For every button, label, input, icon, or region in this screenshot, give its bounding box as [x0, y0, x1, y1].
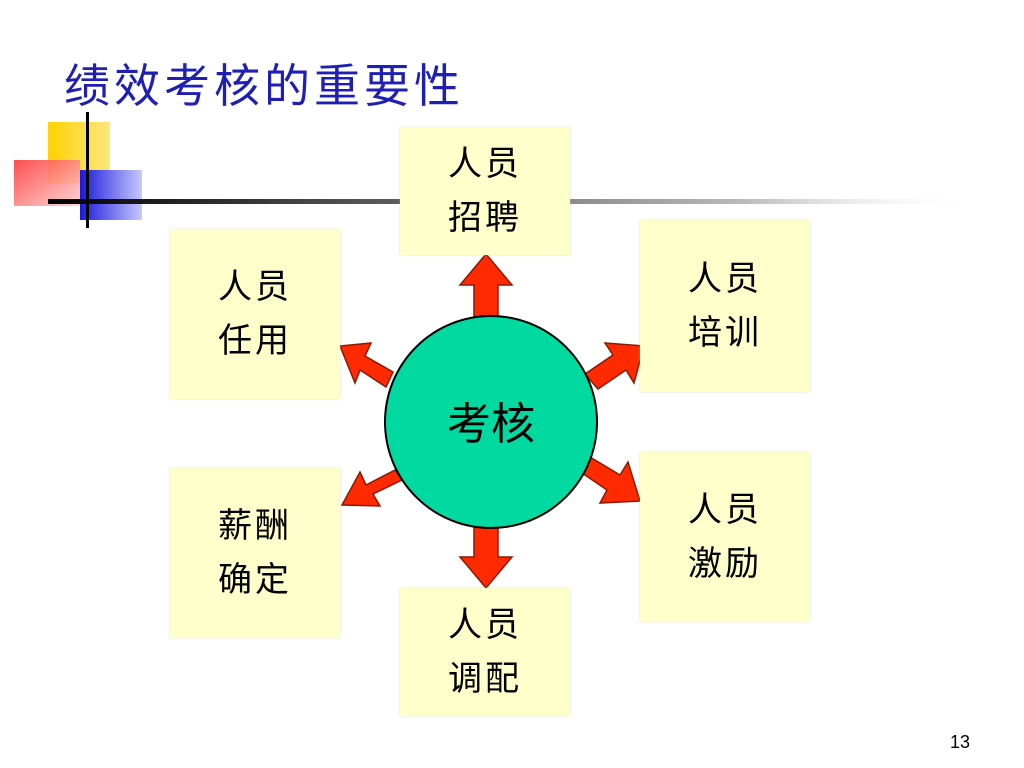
center-circle — [384, 315, 598, 529]
page-number: 13 — [949, 732, 970, 752]
arrow-upper-right — [583, 342, 645, 390]
node-compensation-line2: 确定 — [218, 560, 292, 600]
node-incentive-line2: 激励 — [688, 544, 762, 584]
arrow-up — [458, 252, 514, 319]
node-compensation: 薪酬 确定 — [170, 468, 340, 638]
node-incentive: 人员 激励 — [640, 452, 810, 622]
slide-title: 绩效考核的重要性 — [64, 59, 464, 113]
node-recruitment: 人员 招聘 — [400, 127, 570, 255]
node-recruitment-line1: 人员 — [448, 143, 522, 184]
node-transfer: 人员 调配 — [400, 588, 570, 716]
node-appointment: 人员 任用 — [170, 229, 340, 399]
node-incentive-line1: 人员 — [688, 489, 762, 530]
deco-vertical-line — [86, 112, 89, 228]
node-transfer-line1: 人员 — [448, 604, 522, 645]
node-compensation-line1: 薪酬 — [218, 505, 292, 546]
node-training: 人员 培训 — [640, 220, 810, 392]
arrow-lower-left — [340, 469, 404, 507]
node-appointment-line2: 任用 — [218, 321, 292, 361]
center-label: 考核 — [447, 399, 535, 450]
node-transfer-line2: 调配 — [448, 659, 522, 699]
deco-red-square — [14, 160, 80, 206]
deco-blue-square — [80, 170, 142, 220]
arrow-down — [458, 525, 514, 590]
arrow-upper-left — [338, 342, 394, 389]
node-appointment-line1: 人员 — [218, 266, 292, 307]
node-training-line2: 培训 — [688, 313, 762, 353]
node-recruitment-line2: 招聘 — [448, 198, 522, 238]
node-training-line1: 人员 — [688, 258, 762, 299]
